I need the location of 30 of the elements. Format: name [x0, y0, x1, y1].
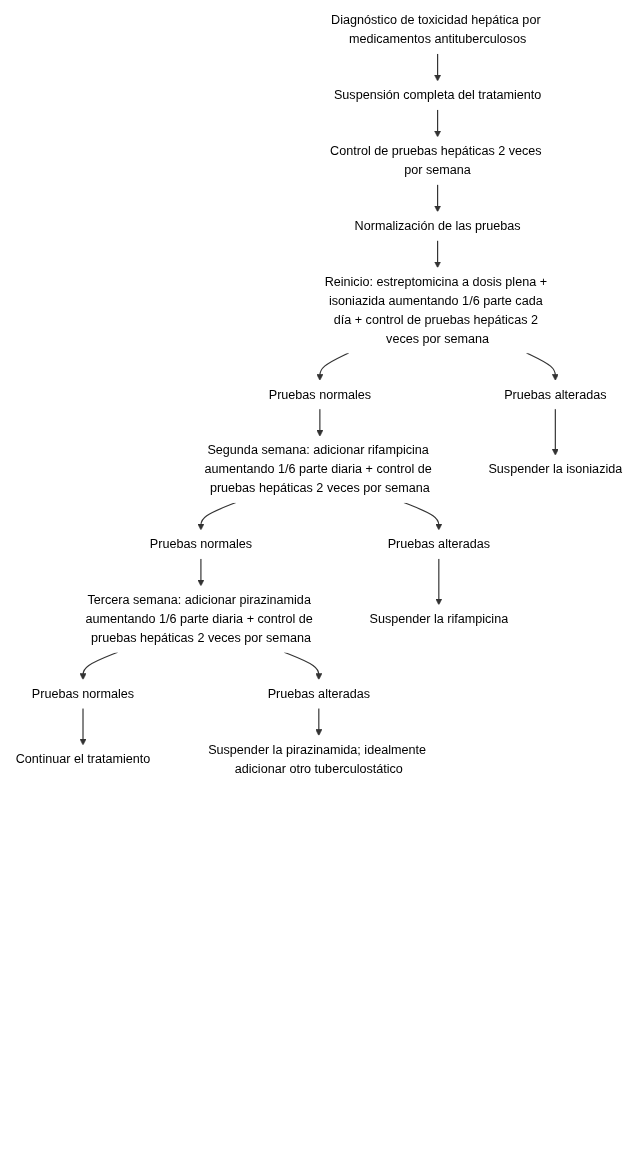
arrow: [434, 108, 442, 138]
node-text: Pruebas normales: [149, 537, 253, 551]
arrow: [435, 557, 443, 606]
node-text: Pruebas alteradas: [504, 387, 607, 401]
arrow: [403, 501, 443, 531]
node-text: Reinicio: estreptomicina a dosis plena + isoniazida aumentando 1/6 parte cada día + control de pruebas hepáticas 2 veces por semana: [324, 274, 548, 345]
arrow: [79, 707, 87, 746]
node-text: Tercera semana: adicionar pirazinamida aumentando 1/6 parte diaria + control de pruebas hepáticas 2 veces por semana: [85, 593, 313, 645]
arrow: [315, 707, 323, 736]
node-text: Pruebas alteradas: [267, 686, 370, 701]
arrow: [434, 239, 442, 269]
node-text: Diagnóstico de toxicidad hepática por medicamentos antituberculosos: [331, 13, 541, 46]
node-text: Normalización de las pruebas: [354, 218, 521, 233]
arrow: [434, 183, 442, 213]
node-text: Suspender la isoniazida: [488, 462, 623, 476]
node-text: Suspensión completa del tratamiento: [333, 88, 542, 102]
node-text: Pruebas normales: [31, 686, 135, 701]
node-text: Pruebas normales: [268, 387, 372, 401]
arrow: [316, 408, 324, 437]
arrow: [197, 557, 205, 587]
node-text: Pruebas alteradas: [387, 537, 490, 551]
node-text: Suspender la pirazinamida; idealmente adicionar otro tuberculostático: [208, 742, 426, 776]
arrow: [434, 52, 442, 82]
node-text: Segunda semana: adicionar rifampicina aumentando 1/6 parte diaria + control de pruebas hepáticas 2 veces por semana: [204, 443, 432, 495]
arrow: [316, 352, 350, 381]
arrow: [551, 408, 559, 456]
node-text: Control de pruebas hepáticas 2 veces por semana: [330, 144, 542, 177]
node-text: Continuar el tratamiento: [15, 752, 151, 766]
node-text: Suspender la rifampicina: [369, 612, 509, 626]
arrow: [197, 501, 237, 531]
